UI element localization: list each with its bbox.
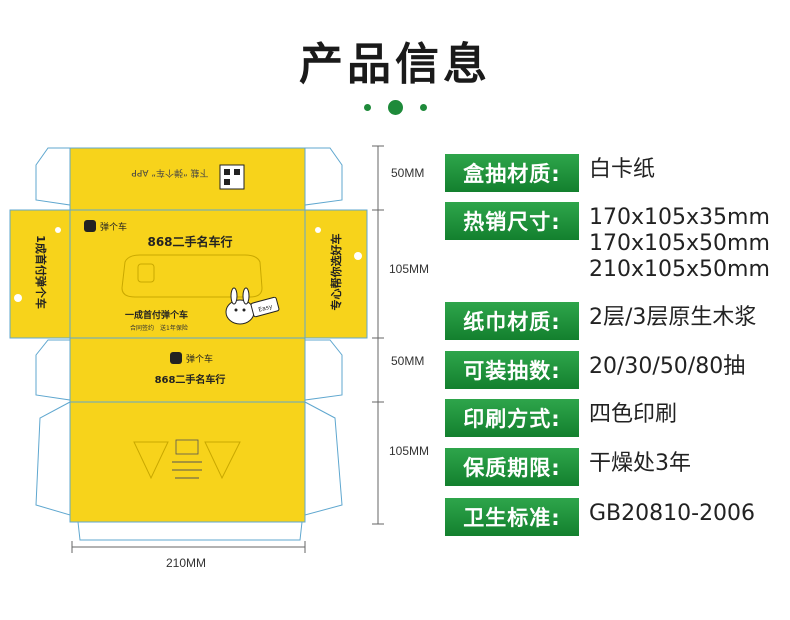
- tissue-opening: [121, 254, 263, 298]
- spec-value-line: 干燥处3年: [589, 451, 691, 476]
- spec-value: 170x105x35mm 170x105x50mm 210x105x50mm: [589, 205, 790, 283]
- right-wing-dot: [354, 252, 362, 260]
- top-left-flap: [35, 147, 71, 206]
- bottom-product-sketch: [175, 439, 199, 455]
- left-wing-dot-2: [55, 227, 61, 233]
- mascot-illustration: Easy: [225, 287, 280, 325]
- vertical-dimension-marker: [372, 145, 384, 525]
- main-sub-slogan-text: 合同签约 送1年保险: [130, 324, 188, 332]
- top-flap-panel: [69, 147, 306, 211]
- left-wing-dot: [14, 294, 22, 302]
- horizontal-dimension-marker: [71, 541, 306, 553]
- bottom-right-flap: [304, 401, 343, 516]
- right-wing-text-group: 专心帮你选好车: [329, 234, 343, 311]
- qr-code-inner-3: [224, 179, 230, 185]
- top-right-flap: [304, 147, 343, 206]
- box-dieline-diagram: 下载 “弹个车” APP 弹个车 868二手名车行 一成首付弹个车 合同签约 送…: [9, 145, 384, 553]
- title-decoration: [362, 100, 432, 115]
- spec-label: 卫生标准:: [445, 498, 579, 536]
- spec-label: 纸巾材质:: [445, 302, 579, 340]
- right-wing-slogan: 专心帮你选好车: [329, 234, 343, 311]
- top-flap-download-text: 下载 “弹个车” APP: [131, 167, 209, 179]
- spec-value: 四色印刷: [589, 402, 790, 428]
- dimension-main-panel: 105MM: [389, 262, 430, 276]
- spec-label: 印刷方式:: [445, 399, 579, 437]
- decor-dot-small-right: [420, 104, 427, 111]
- side-headline-text: 868二手名车行: [155, 373, 226, 386]
- main-brand-text: 弹个车: [100, 221, 127, 233]
- spec-value: 20/30/50/80抽: [589, 354, 790, 380]
- side-brand-logo: [170, 352, 182, 364]
- spec-value: 干燥处3年: [589, 451, 790, 477]
- brand-logo-badge: [84, 220, 96, 232]
- spec-value-line: GB20810-2006: [589, 501, 756, 526]
- mascot-card-text: Easy: [258, 303, 274, 314]
- spec-label: 热销尺寸:: [445, 202, 579, 240]
- side-brand-text: 弹个车: [186, 353, 213, 365]
- qr-code-inner: [224, 169, 230, 175]
- qr-code-inner-2: [234, 169, 240, 175]
- dimension-side-panel: 50MM: [391, 354, 425, 368]
- right-wing-dot-2: [315, 227, 321, 233]
- spec-value-line: 白卡纸: [589, 157, 656, 182]
- decor-dot-small-left: [364, 104, 371, 111]
- main-slogan-text: 一成首付弹个车: [125, 309, 188, 321]
- spec-value: 白卡纸: [589, 157, 790, 183]
- tissue-opening-tab: [137, 263, 155, 283]
- spec-label: 盒抽材质:: [445, 154, 579, 192]
- spec-value: 2层/3层原生木浆: [589, 305, 790, 331]
- top-flap-app-text: 下载 “弹个车” APP: [131, 167, 209, 179]
- page-title: 产品信息: [299, 39, 491, 90]
- dimension-width: 210MM: [166, 556, 207, 570]
- spec-value-line: 170x105x35mm: [589, 205, 770, 230]
- bottom-left-flap: [35, 401, 71, 516]
- bottom-triangle-right: [204, 441, 241, 480]
- mid-left-flap: [35, 339, 71, 401]
- side-panel: [69, 337, 306, 403]
- spec-value-line: 20/30/50/80抽: [589, 354, 746, 379]
- main-headline-text: 868二手名车行: [147, 234, 232, 249]
- spec-value-line: 四色印刷: [589, 402, 678, 427]
- mid-right-flap: [304, 339, 343, 401]
- left-wing-slogan: 1成首付弹个车: [34, 235, 48, 309]
- spec-label: 可装抽数:: [445, 351, 579, 389]
- glue-tab: [77, 521, 303, 541]
- dimension-top-flap: 50MM: [391, 166, 425, 180]
- spec-value-line: 170x105x50mm: [589, 231, 770, 256]
- dimension-bottom-panel: 105MM: [389, 444, 430, 458]
- spec-value: GB20810-2006: [589, 501, 790, 527]
- bottom-triangle-left: [133, 441, 169, 480]
- main-panel: [69, 209, 306, 339]
- qr-code: [219, 164, 245, 190]
- spec-label: 保质期限:: [445, 448, 579, 486]
- left-wing-text-group: 1成首付弹个车: [34, 235, 48, 309]
- spec-value-line: 210x105x50mm: [589, 257, 770, 282]
- left-wing-panel: [9, 209, 73, 339]
- spec-value-line: 2层/3层原生木浆: [589, 305, 757, 330]
- decor-dot-large: [388, 100, 403, 115]
